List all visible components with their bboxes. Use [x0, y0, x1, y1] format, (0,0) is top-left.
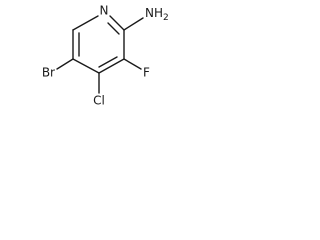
- substituent-bonds: [56, 17, 144, 94]
- atom-n-ring: N: [100, 4, 109, 18]
- bond-n1-c2-double: [107, 22, 120, 35]
- amino-nh-label: NH: [145, 6, 163, 20]
- bond-n1-c2: [109, 15, 125, 31]
- bond-c4-c5: [72, 58, 100, 74]
- bond-c2-nh2: [123, 17, 144, 31]
- bond-c3-c4: [98, 58, 125, 74]
- bond-c3-c4-double: [98, 56, 118, 68]
- atom-chlorine: Cl: [93, 94, 105, 108]
- bond-c5-br: [56, 58, 74, 70]
- atom-bromine: Br: [42, 66, 55, 80]
- bond-c6-n1: [72, 15, 99, 31]
- amino-subscript: 2: [163, 13, 169, 23]
- bond-c3-f: [123, 58, 142, 70]
- atom-labels: N NH2 F Cl Br: [42, 4, 169, 108]
- atom-amino: NH2: [145, 6, 169, 23]
- ring-bonds: [72, 15, 125, 74]
- molecule-structure: N NH2 F Cl Br: [42, 4, 169, 108]
- atom-fluorine: F: [143, 66, 150, 80]
